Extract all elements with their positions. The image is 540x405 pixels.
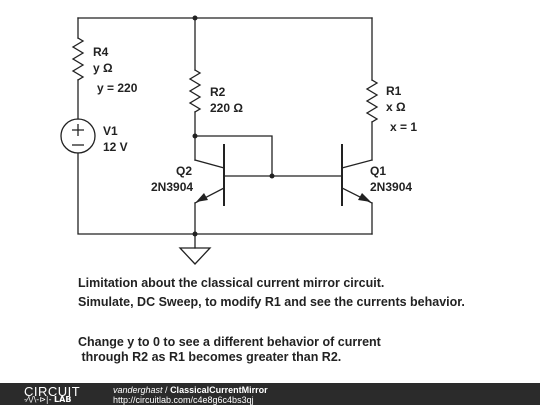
x-param-label: x = 1: [390, 120, 417, 134]
q2-collector-lead: [194, 159, 225, 169]
project-link[interactable]: ClassicalCurrentMirror: [170, 385, 268, 395]
description-line-4: through R2 as R1 becomes greater than R2…: [78, 350, 342, 364]
v1-value-label: 12 V: [103, 140, 128, 154]
q2-diode-link-wire: [194, 135, 273, 177]
junction-dot: [269, 173, 275, 179]
logo-text-circuit: CIRCUIT: [24, 384, 81, 399]
circuitlab-logo[interactable]: CIRCUIT: [24, 384, 80, 399]
v1-plus-sign: [72, 124, 84, 136]
author-project-line: vanderghast / ClassicalCurrentMirror: [113, 385, 268, 395]
q2-model-label: 2N3904: [151, 180, 193, 194]
path-separator: /: [162, 385, 171, 395]
q1-name-label: Q1: [370, 164, 386, 178]
resistor-glyph-icon: -⁄\/\-⊳|-: [24, 395, 52, 404]
q2-emitter-arrow: [196, 193, 208, 202]
circuit-schematic: R4 y Ω y = 220 V1 12 V R2 220 Ω R1 x Ω x…: [60, 15, 417, 265]
bottom-rail-wire: [77, 152, 373, 235]
junction-dot: [192, 231, 198, 237]
junction-dot: [192, 133, 198, 139]
logo-text-lab: LAB: [54, 395, 72, 404]
r1-resistor: [365, 79, 379, 123]
ground-symbol: [178, 247, 212, 265]
description-line-3: Change y to 0 to see a different behavio…: [78, 335, 381, 349]
r4-name-label: R4: [93, 45, 109, 59]
q1-emitter-arrow: [358, 193, 371, 202]
r2-value-label: 220 Ω: [210, 101, 243, 115]
author-link[interactable]: vanderghast: [113, 385, 163, 395]
project-url-link[interactable]: http://circuitlab.com/c4e8g6c4bs3qj: [113, 395, 254, 405]
v1-name-label: V1: [103, 124, 118, 138]
y-param-label: y = 220: [97, 81, 138, 95]
logo-subline: -⁄\/\-⊳|- LAB: [24, 395, 71, 404]
q1-collector-lead: [341, 159, 373, 169]
description-line-1: Limitation about the classical current m…: [78, 276, 385, 290]
description-line-2: Simulate, DC Sweep, to modify R1 and see…: [78, 295, 465, 309]
footer-bar: CIRCUIT -⁄\/\-⊳|- LAB vanderghast / Clas…: [0, 383, 540, 405]
r1-name-label: R1: [386, 84, 402, 98]
r1-value-label: x Ω: [386, 100, 406, 114]
q1-model-label: 2N3904: [370, 180, 412, 194]
r2-resistor: [188, 69, 202, 113]
r4-value-label: y Ω: [93, 61, 113, 75]
q2-name-label: Q2: [176, 164, 192, 178]
junction-dot: [192, 15, 198, 21]
r4-resistor: [71, 37, 85, 81]
r2-name-label: R2: [210, 85, 226, 99]
